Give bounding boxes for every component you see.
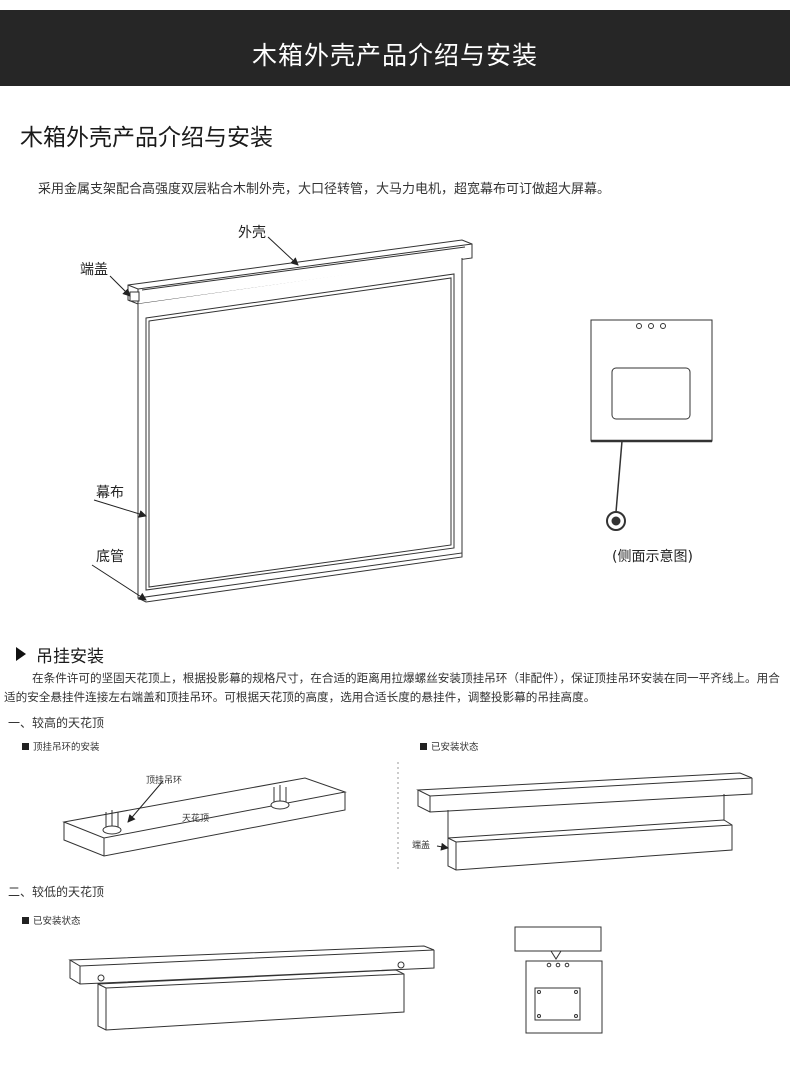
label-end-cap: 端盖 [80,262,108,278]
square-bullet-icon [420,743,427,750]
tag-hook-install-text: 顶挂吊环的安装 [33,742,100,753]
tag-installed-high-text: 已安装状态 [431,742,479,753]
tag-installed-low: 已安装状态 [22,913,81,927]
front-view-drawing [91,236,473,603]
tag-hook-install: 顶挂吊环的安装 [22,739,100,753]
case2-title: 二、较低的天花顶 [8,885,105,899]
label-shell: 外壳 [238,225,266,241]
label-hook: 顶挂吊环 [146,776,183,786]
section-title-text: 吊挂安装 [36,647,104,667]
section-paragraph: 在条件许可的坚固天花顶上，根据投影幕的规格尺寸，在合适的距离用拉爆螺丝安装顶挂吊… [4,671,780,704]
label-end-cap-small: 端盖 [412,841,431,851]
side-view-caption: (侧面示意图) [612,549,693,565]
square-bullet-icon [22,917,29,924]
intro-text: 采用金属支架配合高强度双层粘合木制外壳，大口径转管，大马力电机，超宽幕布可订做超… [38,182,611,197]
installed-high-drawing [416,772,753,871]
top-banner: 木箱外壳产品介绍与安装 [0,10,790,86]
ceiling-hook-drawing [62,777,347,857]
square-bullet-icon [22,743,29,750]
label-ceiling: 天花顶 [182,814,210,824]
installed-low-drawing [68,945,435,1031]
tag-installed-low-text: 已安装状态 [33,916,81,927]
case1-title: 一、较高的天花顶 [8,716,105,730]
label-screen: 幕布 [96,485,124,501]
section-title: 吊挂安装 [16,642,104,667]
banner-title: 木箱外壳产品介绍与安装 [251,41,538,70]
tag-installed-high: 已安装状态 [420,739,479,753]
label-bottom-tube: 底管 [96,549,124,565]
triangle-bullet-icon [16,647,26,661]
side-view-drawing [590,319,713,531]
page-heading: 木箱外壳产品介绍与安装 [20,125,273,151]
side-view-low-drawing [514,926,603,1034]
